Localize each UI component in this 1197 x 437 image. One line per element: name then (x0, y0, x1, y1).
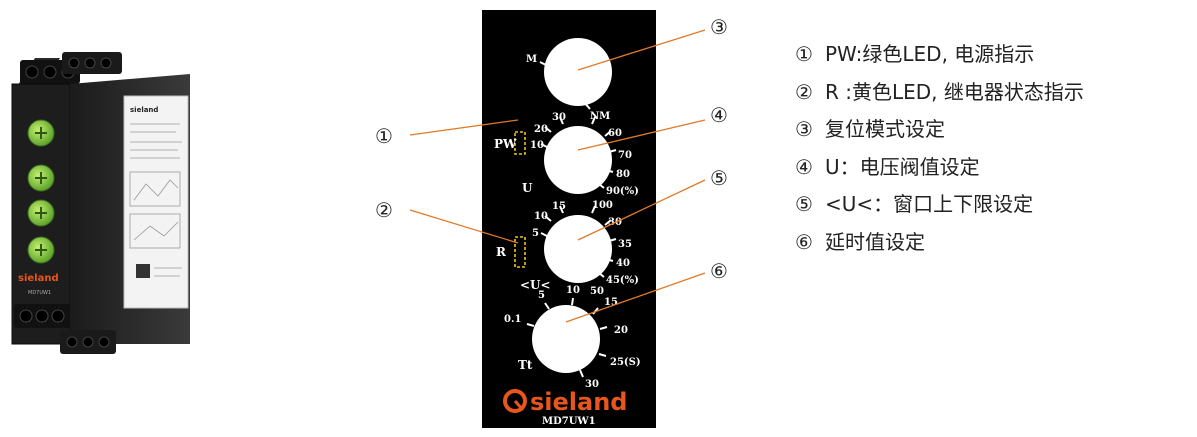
brand-logo: sieland (503, 388, 627, 416)
u-scale-30: 30 (552, 112, 566, 123)
window-knob[interactable] (544, 215, 612, 283)
window-scale-15: 15 (552, 201, 566, 212)
u-scale-90: 90(%) (606, 186, 639, 197)
legend-item-2: ② R :黄色LED, 继电器状态指示 (795, 74, 1195, 112)
mode-dial[interactable]: M NM (526, 38, 612, 122)
product-photo: sieland sielan (11, 52, 190, 354)
callout-line-4 (577, 119, 706, 151)
callout-numbers: ① ② ③ ④ ⑤ ⑥ (375, 15, 728, 283)
u-scale-80: 80 (616, 169, 630, 180)
bottom-terminals (14, 304, 116, 354)
window-dial-ticks (540, 205, 617, 278)
tt-scale-30: 30 (585, 379, 599, 390)
side-label-printing (129, 123, 182, 278)
tt-knob[interactable] (532, 305, 600, 373)
callout-line-3 (577, 29, 706, 71)
legend-item-4: ④ U：电压阀值设定 (795, 149, 1195, 187)
legend-number: ⑥ (795, 229, 813, 254)
product-side-label (123, 95, 189, 309)
window-scale-40: 40 (616, 258, 630, 269)
legend-text: PW:绿色LED, 电源指示 (825, 42, 1035, 66)
window-dial-label: <U< (520, 278, 551, 292)
photo-brand: sieland (18, 273, 59, 284)
top-terminals (20, 52, 122, 84)
legend-text: <U<：窗口上下限设定 (825, 192, 1034, 216)
tt-scale-15: 15 (604, 297, 618, 308)
callout-line-5 (577, 179, 706, 241)
legend: ① PW:绿色LED, 电源指示 ② R :黄色LED, 继电器状态指示 ③ 复位模式… (795, 36, 1195, 261)
legend-number: ① (795, 42, 813, 66)
photo-knobs (27, 119, 55, 264)
callout-line-1 (409, 119, 519, 136)
pw-led-label: PW (494, 137, 517, 151)
front-panel: PW R M NM 10 20 30 (482, 10, 656, 428)
u-dial-label: U (522, 181, 533, 195)
callout-number-4: ④ (710, 103, 728, 127)
legend-item-3: ③ 复位模式设定 (795, 111, 1195, 149)
callout-line-2 (409, 209, 519, 244)
callout-number-3: ③ (710, 15, 728, 39)
brand-logo-icon (503, 389, 527, 413)
legend-text: R :黄色LED, 继电器状态指示 (825, 79, 1084, 104)
legend-item-6: ⑥ 延时值设定 (795, 224, 1195, 262)
tt-scale-5: 5 (538, 290, 545, 301)
u-scale-10: 10 (530, 140, 544, 151)
brand-logo-text: sieland (530, 388, 627, 416)
callout-number-6: ⑥ (710, 259, 728, 283)
legend-text: 复位模式设定 (825, 117, 945, 141)
u-scale-100: 100 (592, 200, 613, 211)
window-scale-50: 50 (590, 286, 604, 297)
tt-scale-10: 10 (566, 285, 580, 296)
tt-dial-label: Tt (518, 358, 533, 372)
photo-model: MD7UW1 (28, 290, 51, 296)
u-dial-ticks (540, 116, 617, 189)
r-led-outline (514, 236, 526, 268)
legend-text: 延时值设定 (825, 229, 925, 254)
pw-led-outline (514, 131, 526, 155)
r-led-label: R (496, 245, 507, 259)
legend-number: ④ (795, 154, 813, 179)
window-scale-5: 5 (532, 228, 539, 239)
tt-scale-0-1: 0.1 (504, 314, 521, 325)
legend-number: ⑤ (795, 192, 813, 216)
u-scale-60: 60 (608, 128, 622, 139)
legend-item-1: ① PW:绿色LED, 电源指示 (795, 36, 1195, 74)
window-scale-45: 45(%) (606, 275, 639, 286)
u-knob[interactable] (544, 126, 612, 194)
callout-lines (409, 29, 706, 323)
callout-line-6 (565, 272, 706, 323)
legend-number: ② (795, 79, 813, 104)
window-scale-10: 10 (534, 211, 548, 222)
mode-label-m: M (526, 54, 537, 65)
u-dial[interactable]: 10 20 30 60 70 80 90(%) 100 U (522, 112, 639, 211)
callout-number-1: ① (375, 124, 393, 148)
tt-scale-25: 25(S) (610, 357, 641, 368)
tt-dial[interactable]: 0.1 5 10 15 20 25(S) 30 Tt (504, 285, 641, 390)
legend-text: U：电压阀值设定 (825, 154, 980, 179)
panel-model: MD7UW1 (542, 416, 596, 427)
callout-number-2: ② (375, 198, 393, 222)
mode-knob[interactable] (544, 38, 612, 106)
legend-number: ③ (795, 117, 813, 141)
mode-label-nm: NM (590, 111, 610, 122)
callout-number-5: ⑤ (710, 166, 728, 190)
window-scale-35: 35 (618, 239, 632, 250)
side-label-brand: sieland (130, 106, 158, 114)
u-scale-20: 20 (534, 124, 548, 135)
tt-scale-20: 20 (614, 325, 628, 336)
legend-item-5: ⑤ <U<：窗口上下限设定 (795, 186, 1195, 224)
u-scale-70: 70 (618, 150, 632, 161)
